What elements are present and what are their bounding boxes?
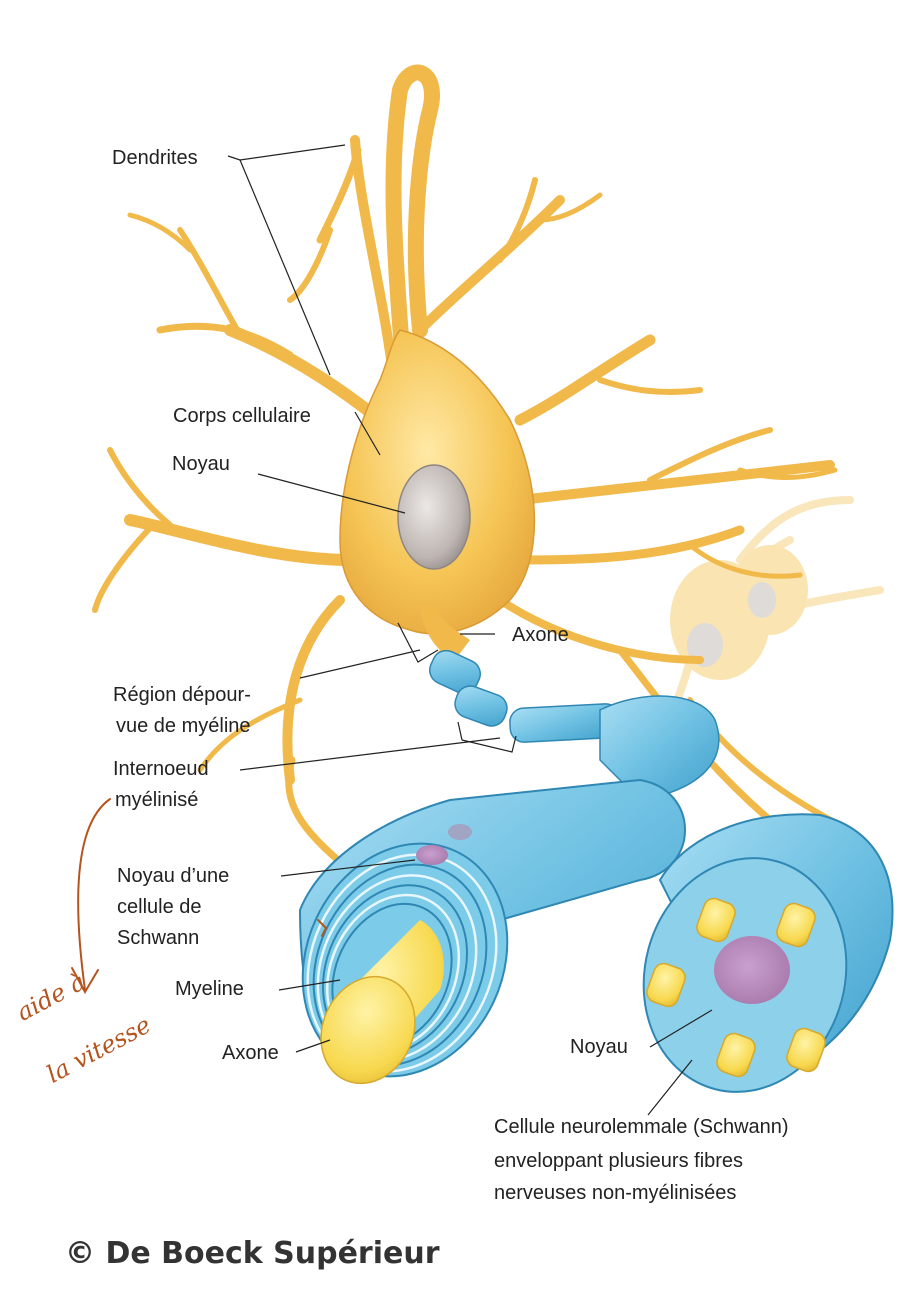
label-noyau-schwann-line2: cellule de bbox=[117, 896, 202, 918]
handwritten-arrow bbox=[71, 798, 328, 995]
label-axone-top: Axone bbox=[512, 624, 569, 646]
background-neuron bbox=[646, 496, 884, 784]
label-noyau-right: Noyau bbox=[570, 1036, 628, 1058]
myelin-sheath-section bbox=[298, 778, 686, 1085]
label-dendrites: Dendrites bbox=[112, 147, 198, 169]
label-cellule-line1: Cellule neurolemmale (Schwann) bbox=[494, 1116, 789, 1138]
label-noyau-schwann-line1: Noyau d’une bbox=[117, 865, 230, 887]
copyright-notice: © De Boeck Supérieur bbox=[65, 1236, 440, 1271]
label-region-line2: vue de myéline bbox=[116, 715, 251, 737]
unmyelinated-bundle bbox=[642, 813, 894, 1093]
label-internoeud-line1: Internoeud bbox=[113, 758, 209, 780]
label-region-line1: Région dépour- bbox=[113, 684, 251, 706]
label-noyau-schwann-line3: Schwann bbox=[117, 927, 200, 949]
schwann-nucleus bbox=[416, 845, 448, 865]
label-axone-bottom: Axone bbox=[222, 1042, 279, 1064]
label-cellule-line3: nerveuses non-myélinisées bbox=[494, 1182, 737, 1204]
label-cellule-line2: enveloppant plusieurs fibres bbox=[494, 1150, 744, 1172]
label-noyau: Noyau bbox=[172, 453, 230, 475]
label-corps-cellulaire: Corps cellulaire bbox=[173, 405, 311, 427]
myelinated-axon bbox=[429, 645, 720, 801]
leader-lines bbox=[227, 144, 713, 1116]
label-internoeud-line2: myélinisé bbox=[115, 789, 199, 811]
nucleus bbox=[397, 464, 471, 570]
label-myeline: Myeline bbox=[175, 978, 244, 1000]
